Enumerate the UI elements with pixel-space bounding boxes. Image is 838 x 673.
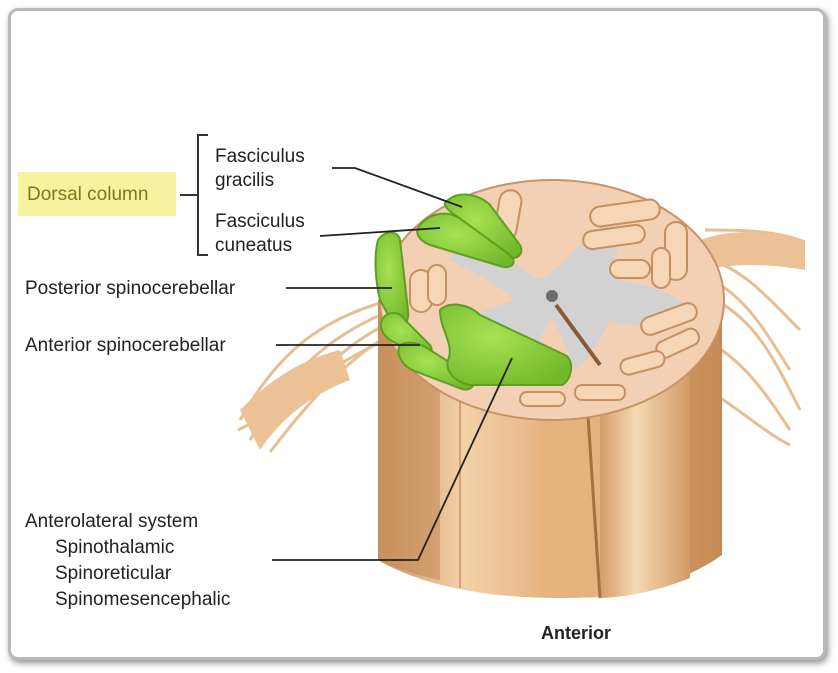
fasciculus-gracilis-label-line1: Fasciculus — [215, 146, 305, 167]
spinothalamic-label: Spinothalamic — [55, 537, 175, 558]
anterolateral-system-tract — [438, 303, 573, 386]
highlighted-tracts — [374, 193, 573, 391]
dorsal-column-label: Dorsal column — [27, 184, 149, 205]
spinomesencephalic-label: Spinomesencephalic — [55, 589, 231, 610]
left-nerve-bundle — [240, 350, 350, 450]
fasciculus-cuneatus-label-line2: cuneatus — [215, 235, 293, 256]
fasciculus-gracilis-label-line2: gracilis — [215, 170, 275, 191]
fasciculus-cuneatus-label-line1: Fasciculus — [215, 211, 305, 232]
right-nerve-bundle — [700, 232, 805, 270]
anterolateral-system-label: Anterolateral system — [25, 511, 199, 532]
dorsal-column-highlight — [18, 172, 176, 216]
dorsal-column-bracket — [197, 134, 208, 256]
leader-cuneatus — [319, 227, 441, 237]
fasciculus-gracilis-tract — [443, 193, 523, 259]
leader-lines — [272, 167, 513, 561]
leader-anterolateral — [272, 357, 513, 561]
anterior-spinocerebellar-label: Anterior spinocerebellar — [25, 335, 226, 356]
leader-gracilis — [332, 167, 463, 208]
anterior-label: Anterior — [541, 623, 612, 643]
spinoreticular-label: Spinoreticular — [55, 563, 172, 584]
posterior-spinocerebellar-label: Posterior spinocerebellar — [25, 278, 236, 299]
fasciculus-cuneatus-tract — [416, 212, 515, 268]
